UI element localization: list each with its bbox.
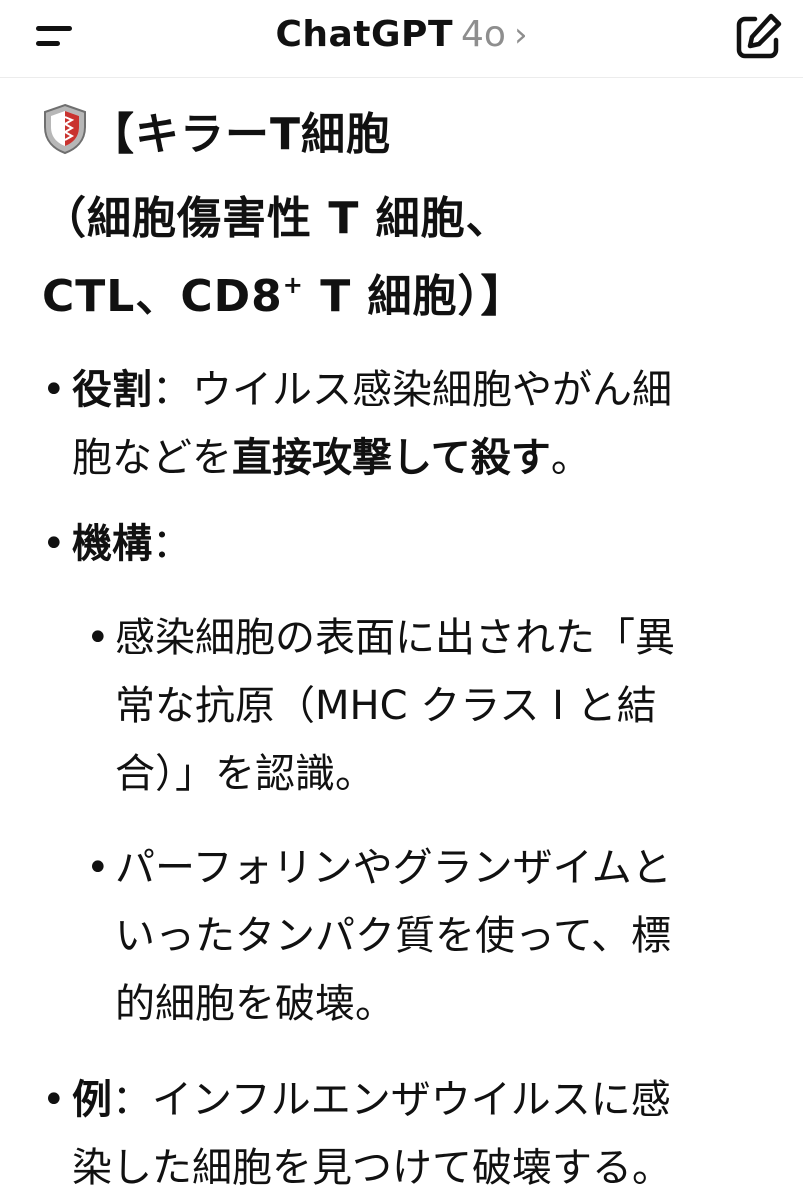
bullet: •: [42, 1077, 66, 1123]
bullet-list: • 役割：ウイルス感染細胞やがん細 胞などを直接攻撃して殺す。 • 機構： • …: [42, 356, 772, 1202]
example-text-2: 染した細胞を見つけて破壊する。: [72, 1145, 672, 1191]
sub-bullet: •: [86, 615, 110, 661]
role-label: 役割: [72, 367, 152, 413]
example-sep: ：: [112, 1077, 152, 1123]
chevron-right-icon: ›: [513, 15, 528, 55]
role-emphasis: 直接攻撃して殺す: [232, 435, 551, 481]
example-text-1: インフルエンザウイルスに感: [152, 1077, 671, 1123]
mechanism-sublist: • 感染細胞の表面に出された「異 常な抗原（MHC クラス I と結 合）」を認…: [72, 604, 772, 1038]
new-chat-button[interactable]: [731, 10, 785, 64]
section-heading: 【キラーT細胞 （細胞傷害性 T 細胞、 CTL、CD8+ T 細胞）】: [42, 96, 772, 336]
sub-item-1-line-1: 感染細胞の表面に出された「異: [115, 615, 675, 661]
sub-item-1-line-3: 合）」を認識。: [115, 751, 375, 797]
assistant-message: 【キラーT細胞 （細胞傷害性 T 細胞、 CTL、CD8+ T 細胞）】 • 役…: [42, 96, 772, 1202]
sub-bullet: •: [86, 845, 110, 891]
sub-item-perforin: • パーフォリンやグランザイムと いったタンパク質を使って、標 的細胞を破壊。: [72, 834, 772, 1038]
sub-item-1-line-2: 常な抗原（MHC クラス I と結: [115, 683, 657, 729]
model-version: 4o: [461, 14, 506, 55]
menu-button[interactable]: [26, 16, 82, 56]
role-text-end: 。: [550, 435, 591, 481]
sub-item-2-line-2: いったタンパク質を使って、標: [115, 913, 671, 959]
list-item-role: • 役割：ウイルス感染細胞やがん細 胞などを直接攻撃して殺す。: [42, 356, 772, 492]
role-text-2: 胞などを: [72, 435, 232, 481]
sub-item-antigen: • 感染細胞の表面に出された「異 常な抗原（MHC クラス I と結 合）」を認…: [72, 604, 772, 808]
heading-line-3-end: T 細胞）】: [303, 271, 526, 322]
mechanism-label: 機構: [72, 521, 152, 567]
heading-line-3: CTL、CD8: [42, 271, 283, 322]
app-title: ChatGPT: [275, 14, 453, 55]
role-sep: ：: [152, 367, 192, 413]
list-item-example: • 例：インフルエンザウイルスに感 染した細胞を見つけて破壊する。: [42, 1066, 772, 1202]
mechanism-sep: ：: [152, 521, 192, 567]
heading-line-1: 【キラーT細胞: [90, 109, 392, 160]
role-text-1: ウイルス感染細胞やがん細: [192, 367, 672, 413]
shield-icon: [42, 102, 88, 180]
bullet: •: [42, 367, 66, 413]
bullet: •: [42, 521, 66, 567]
example-label: 例: [72, 1077, 112, 1123]
sub-item-2-line-3: 的細胞を破壊。: [115, 981, 395, 1027]
heading-line-2: （細胞傷害性 T 細胞、: [42, 193, 511, 244]
new-chat-pencil-icon: [736, 13, 782, 59]
superscript-plus: +: [282, 271, 304, 299]
list-item-mechanism: • 機構： • 感染細胞の表面に出された「異 常な抗原（MHC クラス I と結…: [42, 510, 772, 1038]
sub-item-2-line-1: パーフォリンやグランザイムと: [115, 845, 672, 891]
